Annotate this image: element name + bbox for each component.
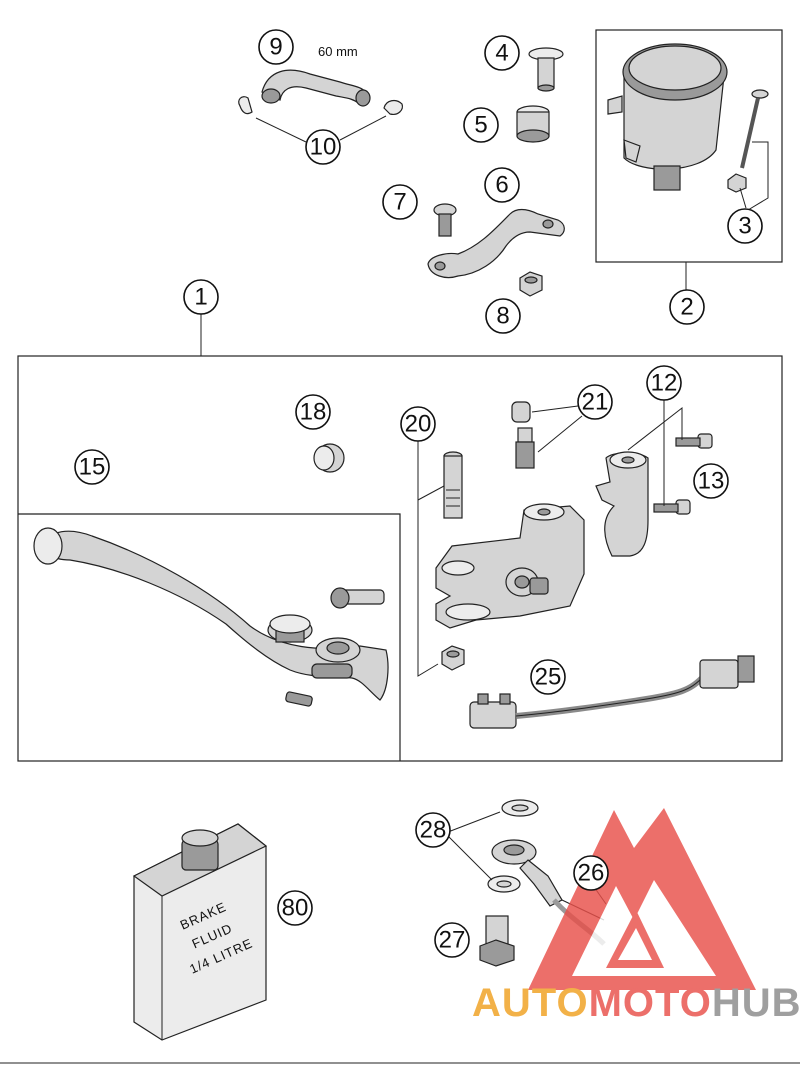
bleeder-cap-part <box>511 401 531 423</box>
svg-text:6: 6 <box>495 172 508 199</box>
callout-12: 12 <box>646 365 682 401</box>
callout-1: 1 <box>183 279 219 315</box>
svg-text:15: 15 <box>79 454 106 481</box>
hose-part <box>261 69 371 107</box>
plug-part <box>313 443 345 473</box>
reservoir-bracket-part <box>427 208 565 279</box>
svg-text:27: 27 <box>439 927 466 954</box>
clamp-screw-upper-part <box>675 433 713 449</box>
watermark-text: AUTOMOTOHUB <box>472 981 800 1025</box>
pivot-bolt-part <box>443 451 463 519</box>
callout-13: 13 <box>693 463 729 499</box>
callout-5: 5 <box>463 107 499 143</box>
callout-3: 3 <box>727 208 763 244</box>
clamp-screw-lower-part <box>653 499 691 515</box>
hose-clamp-right <box>383 99 403 115</box>
watermark-word-moto: MOTO <box>589 981 712 1025</box>
watermark-word-hub: HUB <box>712 981 800 1025</box>
sealing-washer-lower-part <box>487 875 521 893</box>
brake-light-switch-part <box>469 655 755 729</box>
svg-text:25: 25 <box>535 664 562 691</box>
callout-18: 18 <box>295 394 331 430</box>
brake-lever-part <box>33 527 389 701</box>
svg-text:8: 8 <box>496 303 509 330</box>
svg-text:9: 9 <box>269 34 282 61</box>
watermark-logo-mark <box>528 808 756 990</box>
adjuster-knob-part <box>267 614 313 643</box>
reservoir-screw-part <box>528 47 564 92</box>
master-cylinder-body-part <box>435 503 585 629</box>
banjo-bolt-part <box>479 915 515 967</box>
pivot-nut-part <box>441 645 465 671</box>
callout-9: 9 <box>258 29 294 65</box>
bracket-nut-part <box>519 271 543 297</box>
bracket-screw-part <box>433 203 457 237</box>
callout-2: 2 <box>669 289 705 325</box>
pivot-pin-part <box>330 587 385 609</box>
grommet-part <box>516 105 550 143</box>
callout-26: 26 <box>573 855 609 891</box>
hose-length-label: 60 mm <box>318 44 358 59</box>
svg-text:28: 28 <box>420 817 447 844</box>
reservoir-long-screw-part <box>727 89 769 193</box>
fluid-reservoir-part <box>607 43 728 191</box>
callout-8: 8 <box>485 298 521 334</box>
brake-fluid-bottle-part: BRAKE FLUID 1/4 LITRE <box>132 823 268 1041</box>
lever-spring-part <box>285 691 313 707</box>
callout-21: 21 <box>577 384 613 420</box>
lever-subassembly-frame <box>18 513 401 761</box>
handlebar-clamp-part <box>595 451 649 557</box>
svg-text:2: 2 <box>680 294 693 321</box>
sealing-washer-upper-part <box>501 799 539 817</box>
svg-text:20: 20 <box>405 411 432 438</box>
svg-text:18: 18 <box>300 399 327 426</box>
svg-text:10: 10 <box>310 134 337 161</box>
svg-text:3: 3 <box>738 213 751 240</box>
automotohub-watermark: AUTOMOTOHUB <box>472 808 800 1025</box>
svg-text:1: 1 <box>194 284 207 311</box>
svg-text:5: 5 <box>474 112 487 139</box>
watermark-word-auto: AUTO <box>472 981 589 1025</box>
callout-7: 7 <box>382 184 418 220</box>
callout-27: 27 <box>434 922 470 958</box>
bleeder-valve-part <box>515 427 535 469</box>
reservoir-frame <box>595 29 783 263</box>
callout-4: 4 <box>484 35 520 71</box>
svg-text:80: 80 <box>282 895 309 922</box>
callout-10: 10 <box>305 129 341 165</box>
callout-28: 28 <box>415 812 451 848</box>
svg-text:21: 21 <box>582 389 609 416</box>
svg-text:7: 7 <box>393 189 406 216</box>
svg-text:13: 13 <box>698 468 725 495</box>
svg-text:12: 12 <box>651 370 678 397</box>
callout-20: 20 <box>400 406 436 442</box>
svg-text:4: 4 <box>495 40 508 67</box>
svg-text:26: 26 <box>578 860 605 887</box>
callout-80: 80 <box>277 890 313 926</box>
hose-clamp-left <box>238 96 253 115</box>
callout-6: 6 <box>484 167 520 203</box>
callout-25: 25 <box>530 659 566 695</box>
callout-15: 15 <box>74 449 110 485</box>
